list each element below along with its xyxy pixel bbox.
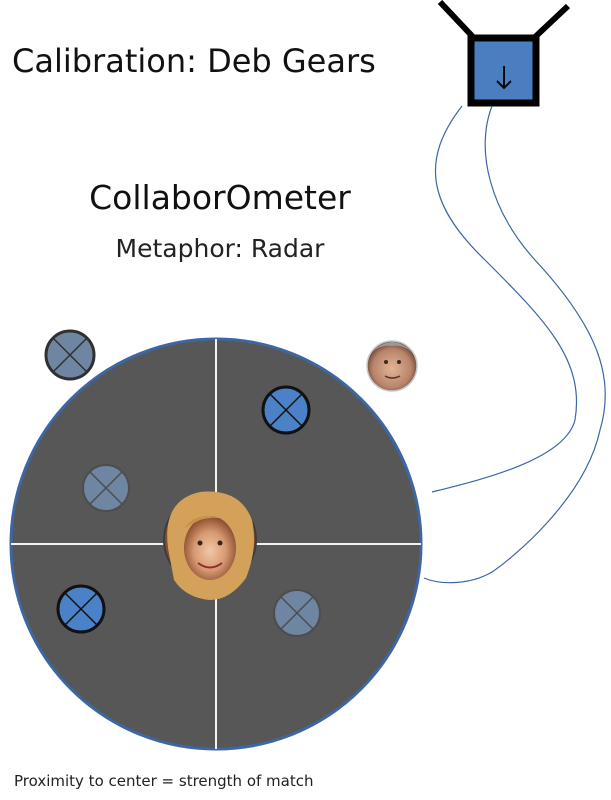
calibration-dropdown[interactable] — [437, 0, 571, 107]
match-marker-gray-lower-right[interactable] — [273, 589, 321, 637]
dropdown-antenna-left — [437, 0, 477, 41]
callout-line-inner — [423, 105, 606, 584]
match-marker-blue-upper-right[interactable] — [261, 385, 311, 435]
callout-line-outer — [431, 105, 578, 493]
match-marker-gray-outer[interactable] — [44, 329, 96, 381]
match-marker-blue-lower-left[interactable] — [56, 584, 106, 634]
arrow-down-icon — [496, 66, 512, 90]
dropdown-antenna-right — [531, 3, 571, 41]
center-user-avatar[interactable] — [163, 491, 257, 600]
calibration-title: Calibration: Deb Gears — [12, 42, 376, 80]
dropdown-box[interactable] — [467, 34, 540, 107]
match-avatar-photo[interactable] — [366, 340, 418, 392]
match-marker-gray-upper-left[interactable] — [82, 464, 130, 512]
metaphor-subtitle: Metaphor: Radar — [115, 234, 325, 263]
radar-caption: Proximity to center = strength of match — [14, 772, 314, 790]
app-title: CollaborOmeter — [89, 178, 351, 217]
